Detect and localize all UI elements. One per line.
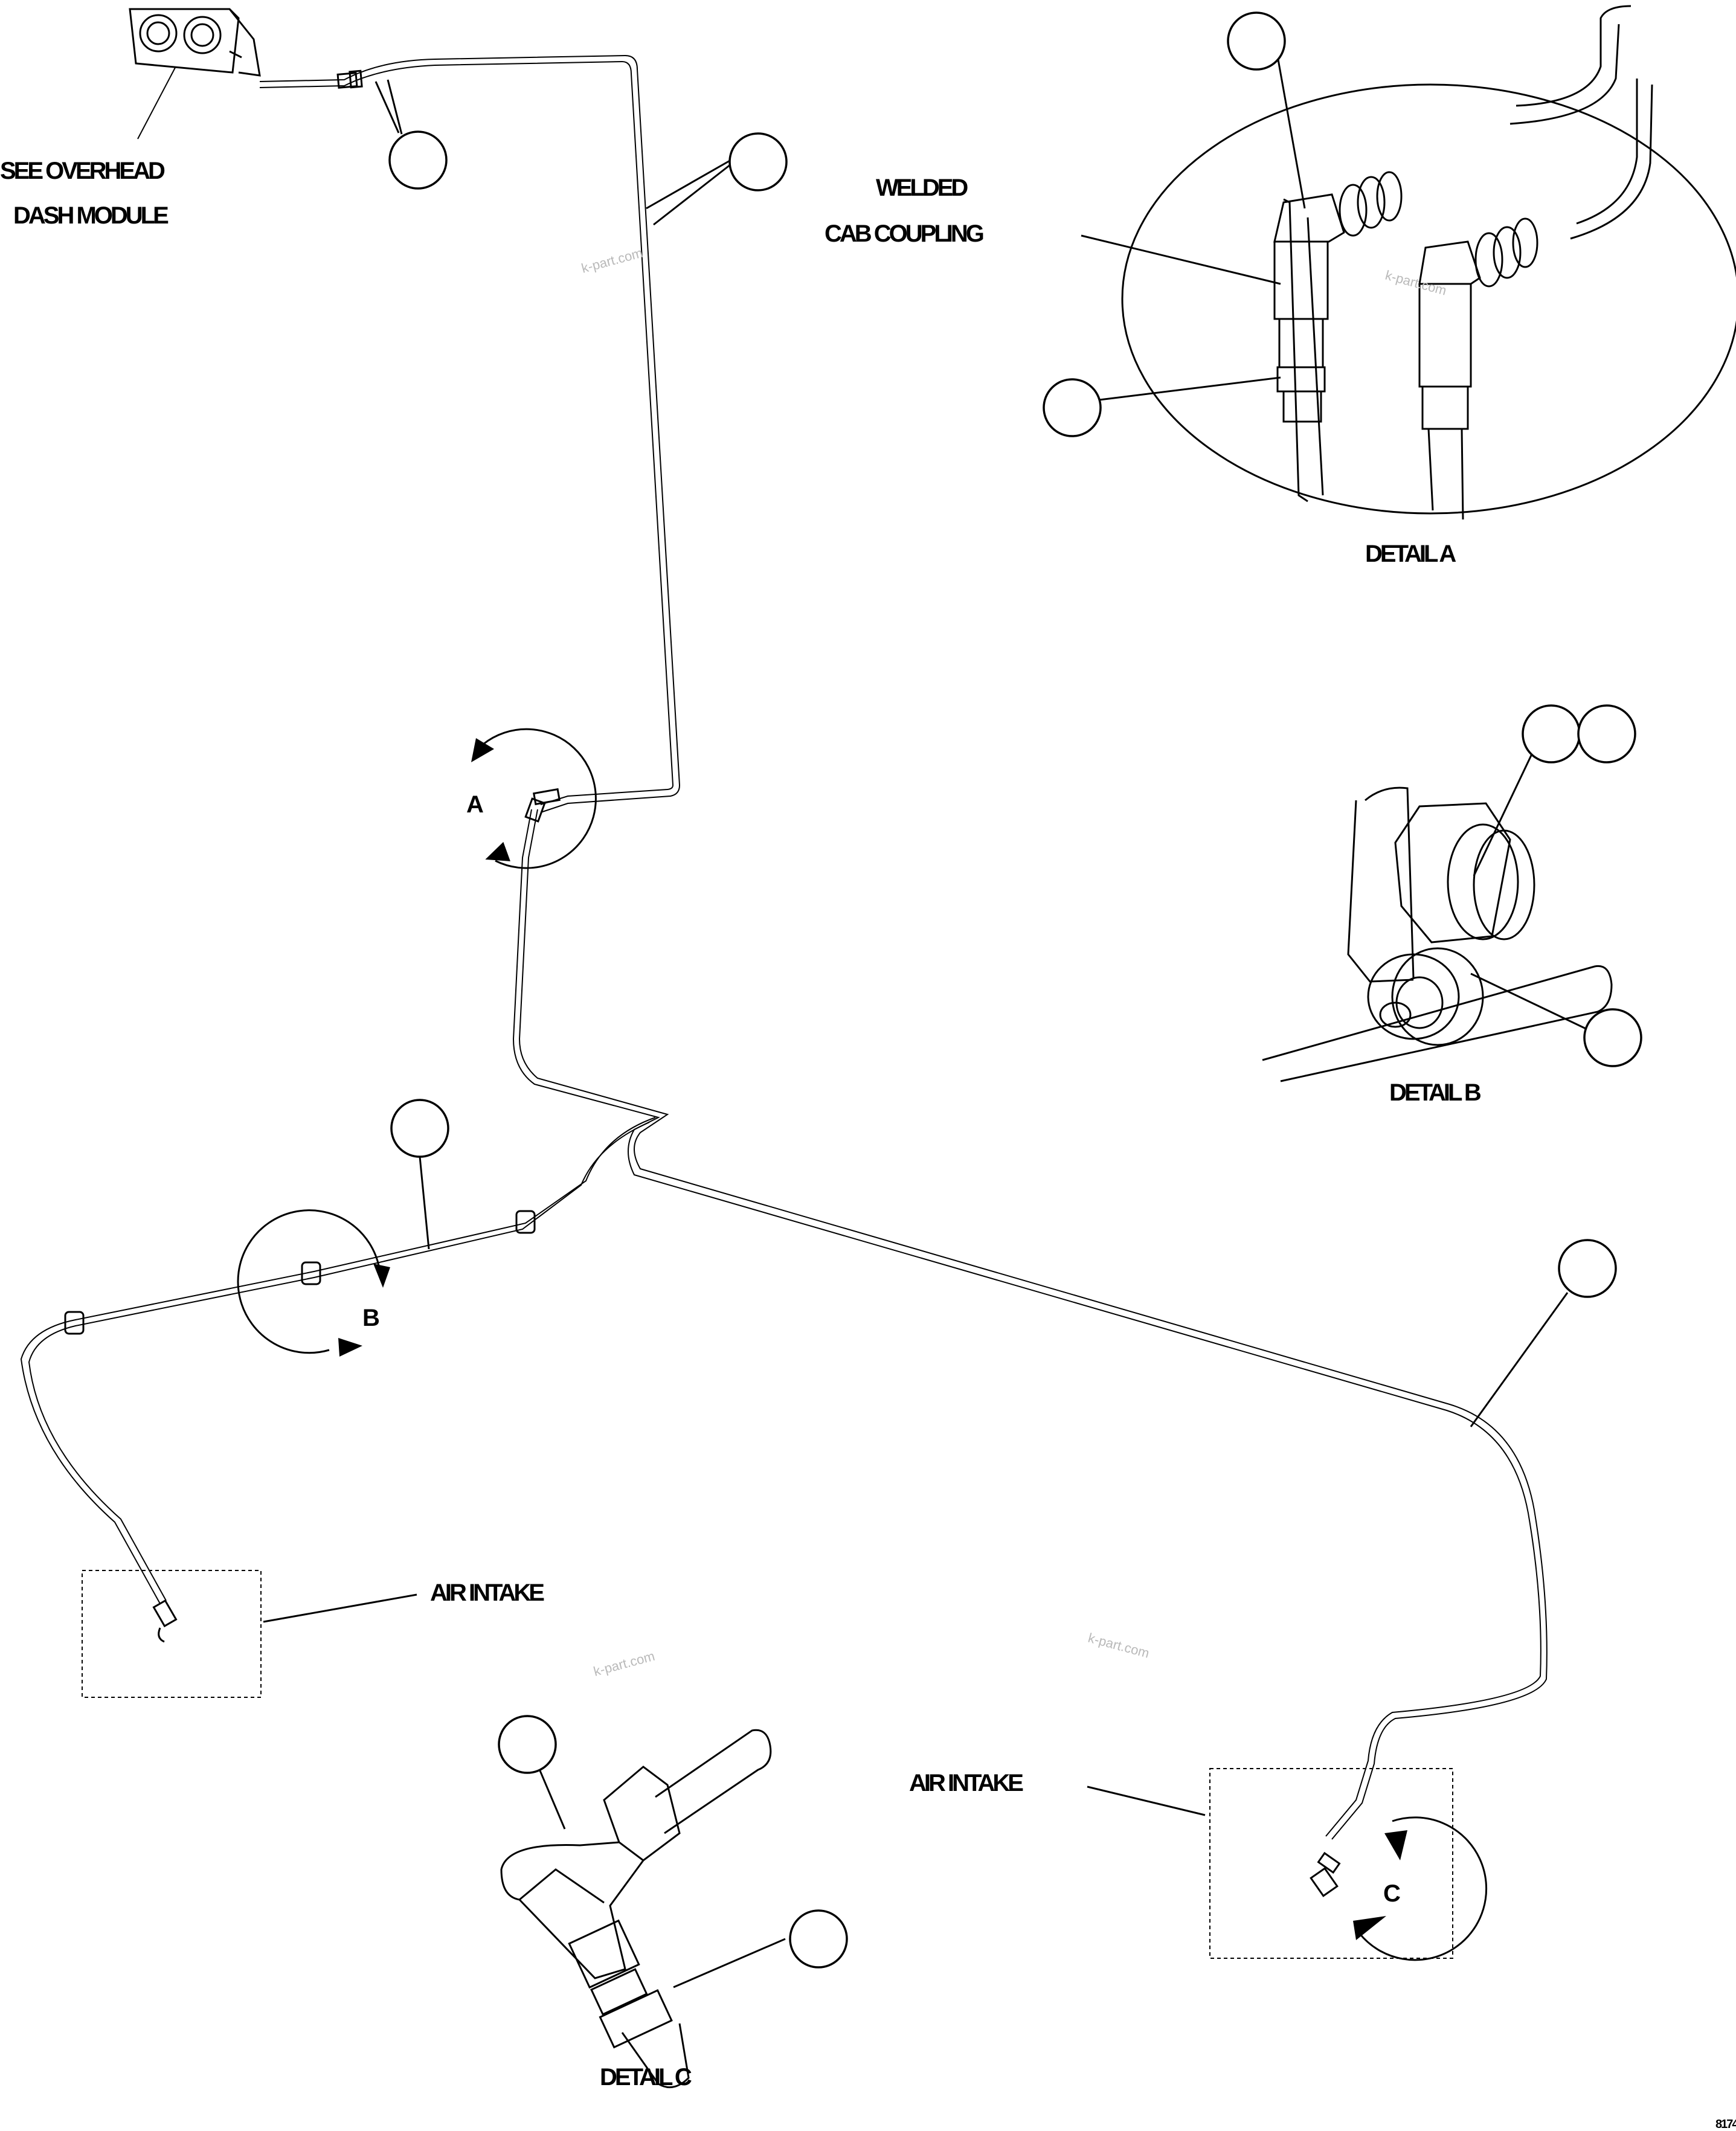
cab-coupling-fittings	[524, 788, 561, 823]
item-bubble	[1558, 1239, 1617, 1298]
item-bubble	[390, 1099, 449, 1158]
callout-a: A	[466, 791, 484, 818]
air-intake-left-leader	[263, 1593, 417, 1623]
welded-label-line2: CAB COUPLING	[825, 220, 983, 247]
detail-c-indicator	[1353, 1816, 1488, 1961]
item-bubble	[789, 1909, 848, 1969]
detail-a-view	[1081, 5, 1736, 520]
detail-a-title: DETAIL A	[1365, 541, 1456, 567]
detail-c-title: DETAIL C	[600, 2064, 692, 2091]
item-bubble	[1522, 704, 1581, 763]
detail-b-view	[1262, 748, 1613, 1082]
watermark: k-part.com	[1087, 1630, 1151, 1661]
item-bubble	[388, 130, 448, 190]
tube-clips	[64, 1210, 536, 1335]
detail-b-indicator	[237, 1209, 390, 1357]
dash-module-bracket	[129, 8, 261, 77]
item-bubble	[1227, 11, 1286, 71]
item-bubble	[1577, 704, 1636, 763]
figure-code: 8174	[1715, 2118, 1736, 2131]
detail-a-indicator	[471, 728, 597, 869]
item-bubble	[728, 132, 788, 191]
dash-end-fittings	[336, 69, 363, 89]
welded-label-line1: WELDED	[876, 175, 968, 201]
callout-b: B	[362, 1305, 380, 1331]
watermark: k-part.com	[580, 245, 645, 276]
detail-c-view	[500, 1729, 786, 2089]
air-intake-left-box	[82, 1570, 262, 1698]
air-tube	[20, 54, 1548, 1840]
dash-module-leader	[137, 67, 176, 140]
item-bubble	[498, 1715, 557, 1774]
item-bubble	[1583, 1008, 1642, 1067]
item-callout-bubbles	[388, 11, 1642, 1969]
watermark: k-part.com	[592, 1648, 657, 1679]
watermark: k-part.com	[1384, 268, 1448, 298]
main-view-leaders	[375, 79, 1569, 1427]
callout-c: C	[1383, 1880, 1401, 1907]
detail-b-title: DETAIL B	[1389, 1079, 1481, 1106]
air-intake-left-label: AIR INTAKE	[430, 1580, 544, 1606]
air-intake-right-leader	[1087, 1785, 1206, 1816]
see-overhead-label-line2: DASH MODULE	[13, 202, 169, 229]
see-overhead-label-line1: SEE OVERHEAD	[0, 158, 165, 184]
air-intake-right-label: AIR INTAKE	[909, 1770, 1023, 1796]
item-bubble	[1043, 378, 1102, 437]
air-intake-right-box	[1209, 1768, 1453, 1959]
